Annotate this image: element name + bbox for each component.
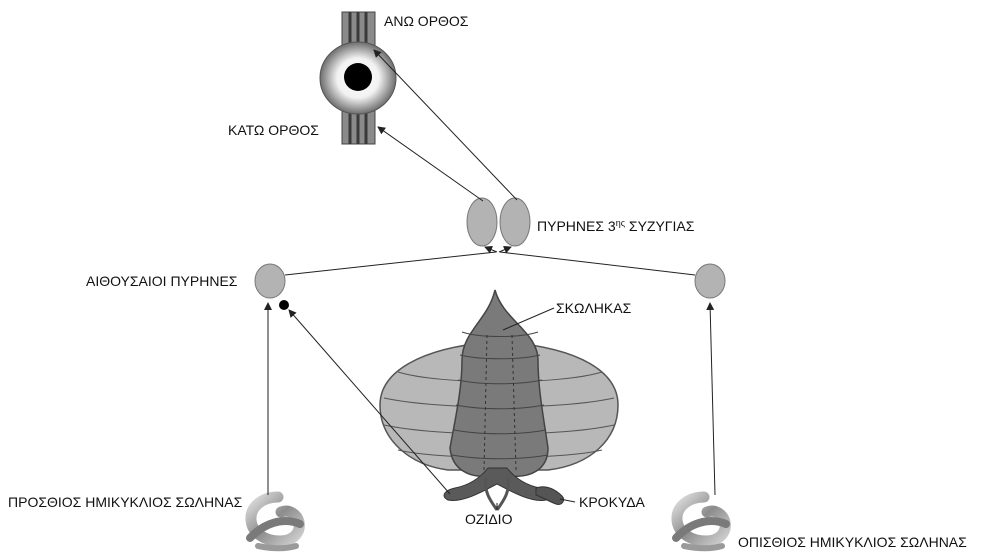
cerebellum-illustration [380, 290, 618, 510]
vermis [450, 290, 548, 476]
inhibitory-synapse-dot [279, 300, 289, 310]
vestibular-nucleus-left [255, 264, 285, 298]
posterior-semicircular-canal [676, 497, 726, 548]
anterior-semicircular-canal [250, 497, 300, 548]
label-anterior-canal: ΠΡΟΣΘΙΟΣ ΗΜΙΚΥΚΛΙΟΣ ΣΩΛΗΝΑΣ [8, 494, 242, 510]
label-third-nerve-nuclei: ΠΥΡΗΝΕΣ 3ης ΣΥΖΥΓΙΑΣ [537, 218, 694, 234]
third-nuclei-suffix: ΣΥΖΥΓΙΑΣ [625, 218, 694, 234]
midline-to-right-third-nucleus [499, 247, 511, 252]
posterior-canal-to-vestibular [710, 303, 715, 495]
label-posterior-canal: ΟΠΙΣΘΙΟΣ ΗΜΙΚΥΚΛΙΟΣ ΣΩΛΗΝΑΣ [738, 534, 967, 550]
nucleus-to-inferior-rectus [378, 127, 483, 201]
third-nerve-nucleus-left [467, 198, 497, 246]
left-vestibular-to-midline [285, 252, 496, 275]
label-nodulus: ΟΖΙΔΙΟ [465, 511, 512, 527]
vestibular-nucleus-right [695, 264, 725, 298]
midline-to-left-third-nucleus [485, 247, 497, 252]
label-vestibular-nuclei: ΑΙΘΟΥΣΑΙΟΙ ΠΥΡΗΝΕΣ [86, 273, 237, 289]
third-nerve-nucleus-right [500, 198, 530, 246]
right-vestibular-to-midline [500, 252, 695, 275]
third-nuclei-prefix: ΠΥΡΗΝΕΣ 3 [537, 218, 616, 234]
label-superior-rectus: ΑΝΩ ΟΡΘΟΣ [384, 13, 468, 29]
pupil [344, 63, 372, 91]
flocculus [536, 487, 564, 505]
eye-illustration [320, 12, 396, 144]
third-nuclei-superscript: ης [616, 218, 625, 228]
nucleus-to-superior-rectus [374, 50, 517, 200]
label-flocculus: ΚΡΟΚΥΔΑ [579, 494, 645, 510]
label-vermis: ΣΚΩΛΗΚΑΣ [556, 300, 631, 316]
label-inferior-rectus: ΚΑΤΩ ΟΡΘΟΣ [228, 122, 319, 138]
